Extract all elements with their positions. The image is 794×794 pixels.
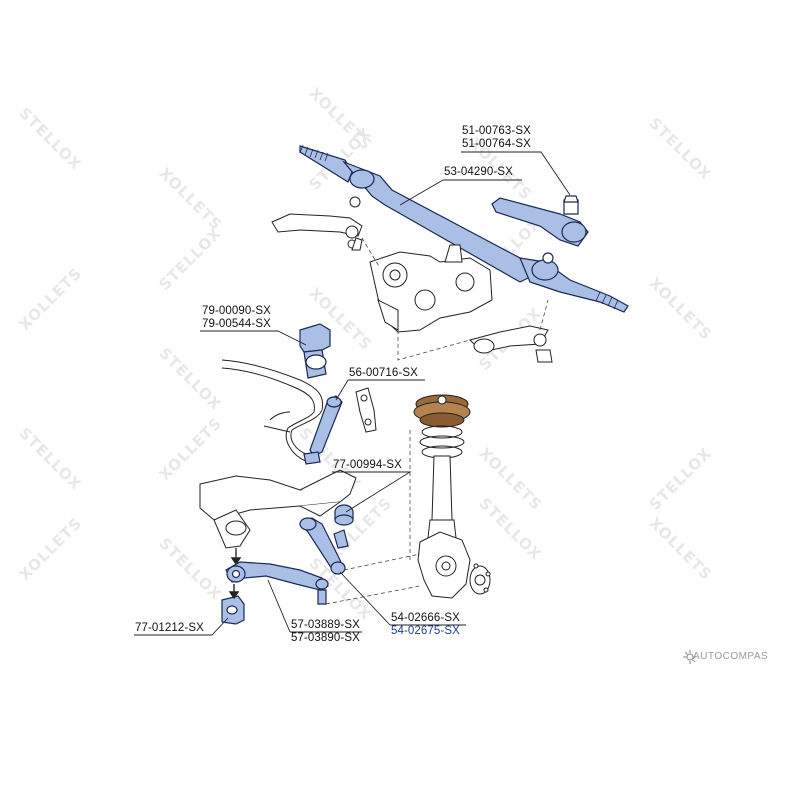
link-dashed-lines (235, 430, 421, 605)
callout-upper-control-arm-1: 54-02666-SX (391, 612, 460, 624)
callout-upper-control-arm-2: 54-02675-SX (391, 625, 460, 637)
tie-rod-threads (299, 144, 619, 310)
lower-control-arm-part (225, 561, 329, 605)
callout-stabilizer-bushing-1: 79-00090-SX (202, 305, 271, 317)
tie-rod-part (299, 145, 629, 313)
steering-knuckle (417, 531, 491, 599)
callout-rear-bushing: 77-01212-SX (135, 622, 204, 634)
autocompas-watermark: AUTOCOMPAS (693, 651, 769, 662)
stabilizer-bushing-part (299, 323, 331, 379)
callout-lower-control-arm-1: 57-03889-SX (291, 619, 360, 631)
callout-stabilizer-bushing-2: 79-00544-SX (202, 318, 271, 330)
strut-body (427, 455, 457, 539)
stabilizer-bar (221, 359, 324, 463)
steering-box (369, 244, 493, 333)
callout-tie-rod-end-2: 51-00764-SX (462, 138, 531, 150)
idler-arm-right (469, 325, 553, 363)
pitman-arm-left (271, 196, 363, 251)
stabilizer-link-part (303, 395, 343, 465)
callout-tie-rod: 53-04290-SX (444, 166, 513, 178)
strut-mount (413, 394, 471, 428)
tie-rod-end-part (491, 195, 589, 247)
callout-arm-bushing: 77-00994-SX (333, 459, 402, 471)
steering-dashed-lines (361, 237, 549, 361)
leader-lines (134, 151, 571, 636)
upper-control-arm-part (298, 517, 349, 575)
callout-tie-rod-end-1: 51-00763-SX (462, 125, 531, 137)
callout-lower-control-arm-2: 57-03890-SX (291, 632, 360, 644)
autocompas-logo-icon (683, 650, 696, 664)
rear-bushing-part (221, 595, 245, 625)
stabilizer-bracket (355, 387, 377, 433)
arm-bushing-part (334, 504, 354, 526)
strut-spring (419, 425, 465, 459)
callout-stabilizer-link: 56-00716-SX (349, 367, 418, 379)
subframe (199, 469, 357, 549)
